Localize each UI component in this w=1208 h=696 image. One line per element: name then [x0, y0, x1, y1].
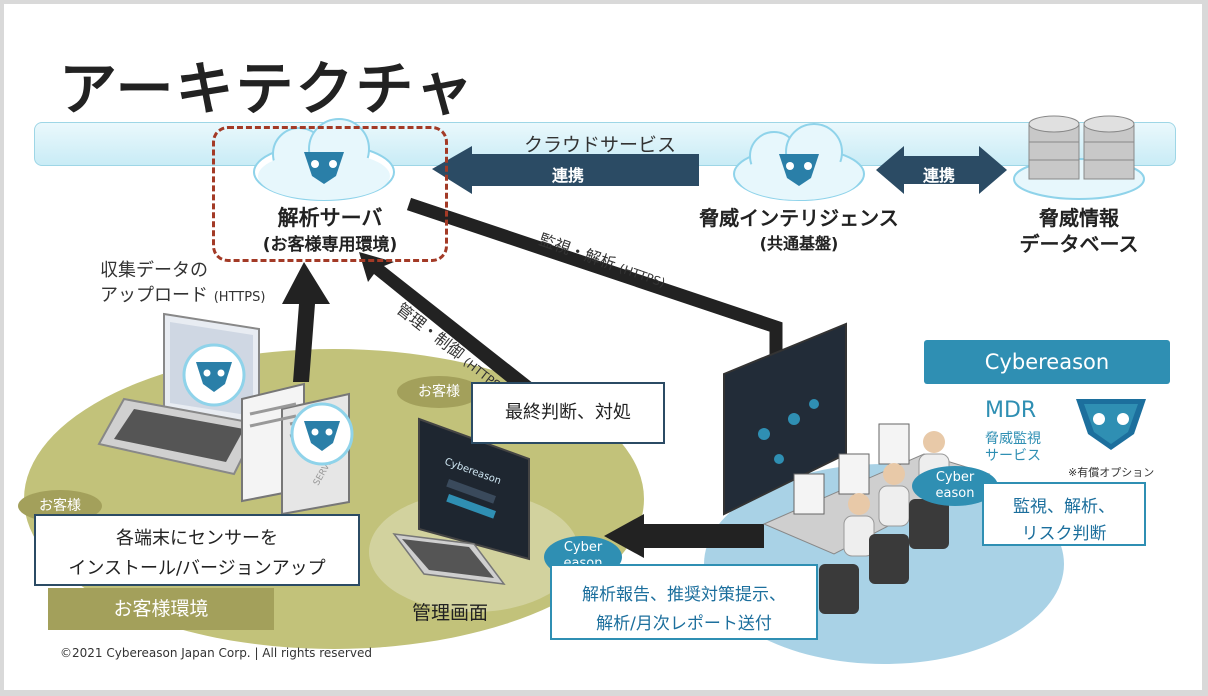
- upload-label-line1: 収集データの: [100, 260, 208, 281]
- cloud-owl-icon-intel: [733, 123, 865, 201]
- cybereason-header: Cybereason: [924, 340, 1170, 384]
- link-arrow-left: [432, 146, 699, 194]
- report-arrow: [604, 514, 764, 558]
- threat-db-line1: 脅威情報: [1039, 206, 1119, 230]
- final-decision-box: 最終判断、対処: [471, 382, 665, 444]
- analysis-server-subtitle: (お客様専用環境): [262, 235, 398, 255]
- threat-db-line2: データベース: [1019, 232, 1139, 256]
- page-title: アーキテクチャ: [59, 55, 475, 123]
- manage-arrow: [359, 252, 534, 394]
- owl-badge-server: [290, 402, 354, 466]
- management-monitor-icon: Cybereason: [392, 417, 530, 585]
- mdr-note: ※有償オプション: [1068, 466, 1155, 479]
- soc-operators-illustration: [762, 423, 991, 614]
- cloud-services-label: クラウドサービス: [524, 134, 677, 156]
- cybereason-owl-logo: [1076, 399, 1146, 450]
- threat-intel-title: 脅威インテリジェンス: [699, 206, 899, 230]
- footer-copyright: ©2021 Cybereason Japan Corp. | All right…: [60, 646, 372, 660]
- mdr-line2: サービス: [985, 448, 1041, 464]
- customer-pill-top: お客様: [397, 376, 481, 408]
- analysis-server-title: 解析サーバ: [277, 206, 383, 230]
- threat-intel-subtitle: (共通基盤): [759, 234, 839, 253]
- management-screen-label: 管理画面: [412, 602, 489, 624]
- report-box: 解析報告、推奨対策提示、 解析/月次レポート送付: [550, 564, 818, 640]
- mdr-title: MDR: [985, 398, 1037, 423]
- link-label-1: 連携: [552, 166, 585, 185]
- slide: アーキテクチャ クラウドサービス: [4, 4, 1202, 690]
- soc-box: 監視、解析、 リスク判断: [982, 482, 1146, 546]
- owl-badge-laptop: [182, 343, 246, 407]
- link-arrow-double: [876, 146, 1007, 194]
- install-line2: インストール/バージョンアップ: [68, 558, 326, 579]
- upload-arrow: [282, 262, 330, 382]
- install-box: 各端末にセンサーを インストール/バージョンアップ: [34, 514, 360, 586]
- customer-env-label: お客様環境: [48, 588, 274, 630]
- link-label-2: 連携: [923, 166, 956, 185]
- upload-label-line2: アップロード (HTTPS): [100, 285, 266, 306]
- customer-pill-left: お客様: [18, 490, 102, 522]
- mdr-line1: 脅威監視: [985, 431, 1041, 447]
- database-icon: [1013, 115, 1145, 200]
- analysis-server-frame: [212, 126, 448, 262]
- install-line1: 各端末にセンサーを: [116, 528, 278, 549]
- cloud-owl-icon-server: [253, 118, 395, 201]
